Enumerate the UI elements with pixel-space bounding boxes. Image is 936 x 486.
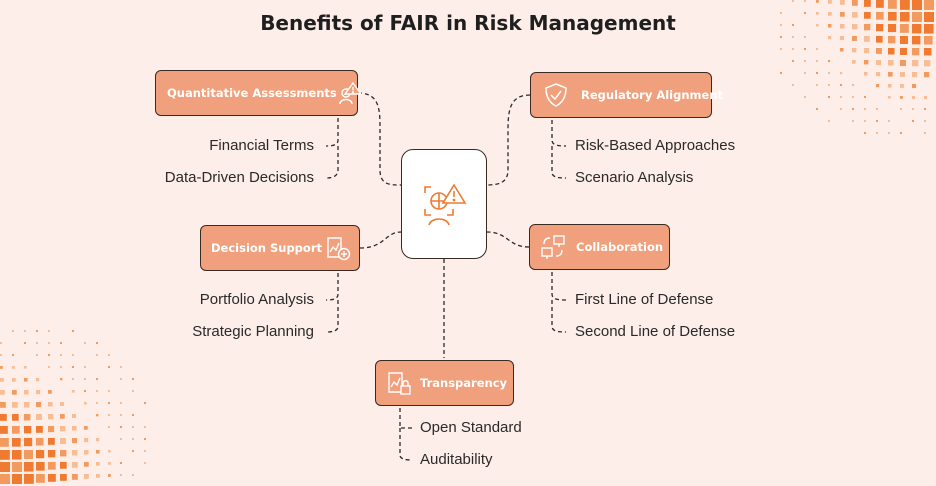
diagram-title: Benefits of FAIR in Risk Management	[260, 11, 676, 35]
node-quantitative-assessments: Quantitative Assessments	[155, 70, 363, 116]
connector-collaboration	[486, 231, 530, 248]
item-open-standard: Open Standard	[420, 419, 522, 436]
item-financial-terms: Financial Terms	[209, 137, 314, 154]
item-strategic-planning: Strategic Planning	[192, 323, 314, 340]
connector-auditability	[399, 428, 413, 461]
node-decision-support: Decision Support	[200, 225, 360, 271]
node-label: Collaboration	[576, 240, 664, 254]
person-warning-icon	[339, 81, 363, 105]
node-label: Regulatory Alignment	[581, 88, 724, 102]
connector-data-driven	[325, 146, 339, 179]
item-data-driven-decisions: Data-Driven Decisions	[164, 169, 314, 186]
node-label: Quantitative Assessments	[167, 86, 337, 100]
item-second-line-of-defense: Second Line of Defense	[575, 323, 736, 340]
pixel-pattern-top-right	[780, 0, 934, 134]
chart-plus-icon	[327, 237, 351, 261]
center-node	[401, 149, 487, 259]
node-regulatory-alignment: Regulatory Alignment	[530, 72, 723, 118]
connector-portfolio	[325, 273, 339, 301]
connector-financial-terms	[325, 118, 339, 147]
node-label: Decision Support	[211, 241, 322, 255]
item-risk-based-approaches: Risk-Based Approaches	[575, 137, 736, 154]
monitors-sync-icon	[541, 235, 565, 259]
chart-lock-icon	[388, 372, 411, 395]
node-transparency: Transparency	[375, 360, 514, 406]
connector-first-line	[551, 272, 567, 301]
pixel-pattern-bottom-left	[0, 330, 146, 484]
connector-decision	[359, 231, 402, 249]
connector-open-standard	[399, 408, 412, 429]
connector-risk-based	[551, 120, 567, 147]
risk-analysis-icon	[424, 183, 467, 226]
connector-strategic	[325, 300, 339, 333]
node-label: Transparency	[420, 376, 508, 390]
item-auditability: Auditability	[420, 451, 493, 468]
connector-second-line	[551, 300, 567, 333]
node-collaboration: Collaboration	[529, 224, 670, 270]
item-scenario-analysis: Scenario Analysis	[575, 169, 694, 186]
item-portfolio-analysis: Portfolio Analysis	[199, 291, 314, 308]
connector-scenario	[551, 146, 567, 179]
shield-check-icon	[545, 83, 567, 107]
item-first-line-of-defense: First Line of Defense	[575, 291, 714, 308]
connector-regulatory	[486, 94, 531, 186]
connector-quantitative	[357, 92, 402, 186]
